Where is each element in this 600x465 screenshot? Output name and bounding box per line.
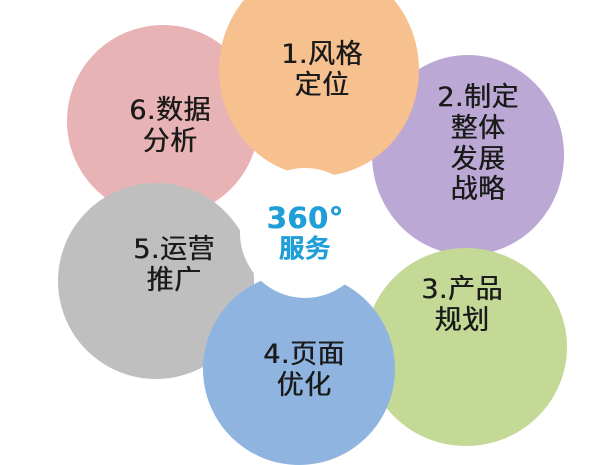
petal-style-positioning[interactable]: [219, 0, 419, 176]
petal-page-optimization[interactable]: [203, 273, 395, 465]
center-hub-title: 360°: [266, 201, 344, 236]
center-hub-subtitle: 服务: [278, 234, 331, 264]
petal-product-planning[interactable]: [365, 248, 567, 446]
center-hub[interactable]: 360° 服务: [240, 168, 370, 298]
petal-diagram: 6.数据 分析 1.风格 定位 2.制定 整体 发展 战略 5.运营 推广 3.…: [58, 0, 567, 465]
